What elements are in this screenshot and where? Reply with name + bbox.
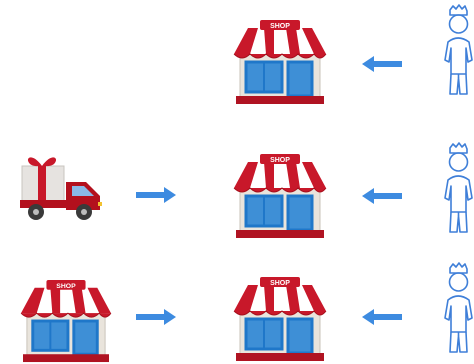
king-person-icon [434,260,474,360]
arrow-left-icon [362,188,402,204]
arrow-right-icon [136,187,176,203]
arrow-right-icon [136,309,176,325]
king-person-icon [434,140,474,240]
shop-icon: SHOP [228,18,332,106]
arrow-left-icon [362,309,402,325]
shop-icon: SHOP [228,152,332,240]
shop-sign-label: SHOP [270,23,290,30]
shop-sign-label: SHOP [270,157,290,164]
delivery-truck-icon [16,152,106,222]
shop-sign-label: SHOP [56,283,76,290]
shop-sign-label: SHOP [270,280,290,287]
shop-icon: SHOP [14,278,118,364]
arrow-left-icon [362,56,402,72]
shop-icon: SHOP [228,275,332,363]
king-person-icon [434,2,474,102]
